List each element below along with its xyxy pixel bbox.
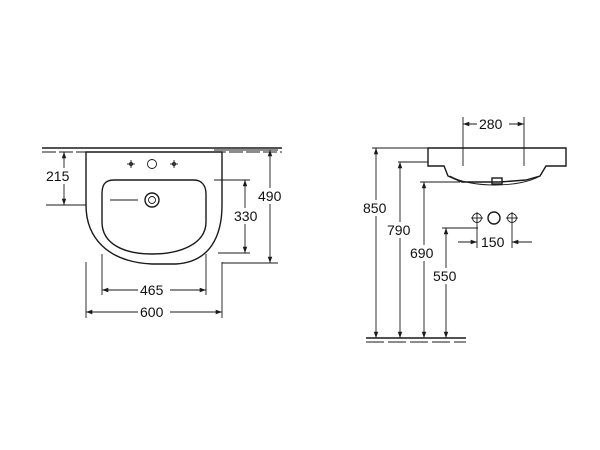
drain-icon bbox=[110, 192, 160, 208]
basin-bowl bbox=[101, 179, 207, 255]
front-view: 215 330 490 465 600 bbox=[42, 147, 288, 320]
dim-label-690: 690 bbox=[410, 245, 434, 261]
tap-hole-markers bbox=[127, 159, 178, 169]
basin-side-profile bbox=[427, 147, 567, 183]
dim-label-280: 280 bbox=[479, 116, 503, 132]
dim-label-465: 465 bbox=[140, 282, 164, 298]
dim-label-850: 850 bbox=[363, 200, 387, 216]
dim-label-600: 600 bbox=[140, 304, 164, 320]
dim-label-330: 330 bbox=[234, 208, 258, 224]
side-view: 280 850 790 690 550 bbox=[362, 116, 567, 343]
basin-outline bbox=[85, 151, 223, 265]
tap-hole-detail bbox=[471, 211, 518, 225]
basin-side-base bbox=[449, 175, 541, 186]
basin-side-foot bbox=[491, 177, 503, 185]
dim-label-490: 490 bbox=[258, 188, 282, 204]
dim-label-550: 550 bbox=[433, 268, 457, 284]
dim-label-150: 150 bbox=[481, 234, 505, 250]
dim-label-790: 790 bbox=[387, 222, 411, 238]
dim-label-215: 215 bbox=[46, 168, 70, 184]
